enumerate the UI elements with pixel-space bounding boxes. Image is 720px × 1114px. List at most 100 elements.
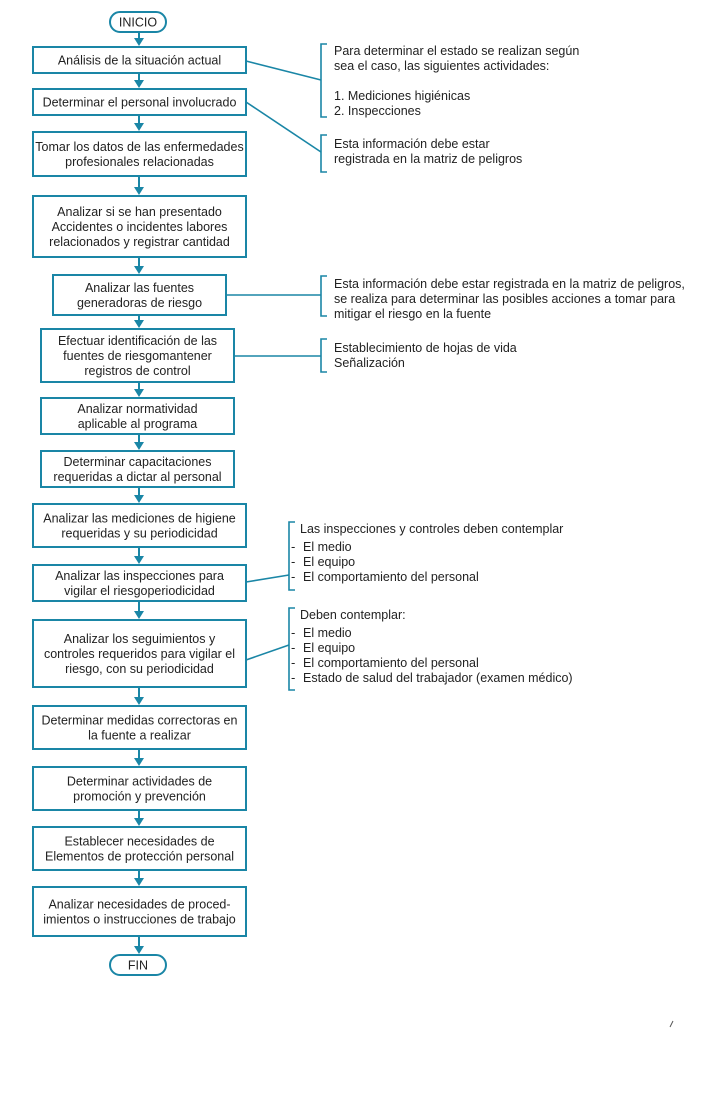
flow-arrow bbox=[134, 316, 144, 328]
annotation-heading: Deben contemplar: bbox=[300, 608, 406, 622]
process-step-text: generadoras de riesgo bbox=[77, 296, 202, 310]
process-step-text: registros de control bbox=[84, 364, 190, 378]
process-step-text: vigilar el riesgoperiodicidad bbox=[64, 584, 215, 598]
list-dash: - bbox=[291, 655, 295, 670]
annotation-text: registrada en la matriz de peligros bbox=[334, 152, 522, 166]
process-step: Analizar necesidades de proced-imientos … bbox=[32, 886, 247, 937]
flow-arrow bbox=[134, 258, 144, 274]
list-dash: - bbox=[291, 640, 295, 655]
list-dash: - bbox=[291, 670, 295, 685]
flow-arrow bbox=[134, 116, 144, 131]
process-step-text: Elementos de protección personal bbox=[45, 850, 234, 864]
process-step-text: profesionales relacionadas bbox=[65, 155, 214, 169]
flow-arrow bbox=[134, 750, 144, 766]
annotation-item: Estado de salud del trabajador (examen m… bbox=[303, 671, 573, 685]
flow-arrow bbox=[134, 871, 144, 886]
annotation-note: Establecimiento de hojas de vidaSeñaliza… bbox=[234, 338, 517, 373]
flow-arrow bbox=[134, 937, 144, 954]
annotation-heading: Las inspecciones y controles deben conte… bbox=[300, 522, 563, 536]
process-step-text: requeridas a dictar al personal bbox=[53, 470, 221, 484]
flow-arrow bbox=[134, 435, 144, 450]
process-step: Analizar las mediciones de higienerequer… bbox=[32, 503, 247, 548]
process-step-text: promoción y prevención bbox=[73, 790, 206, 804]
flow-arrow bbox=[134, 811, 144, 826]
annotation-note: Esta información debe estar registrada e… bbox=[226, 275, 685, 321]
process-step: Analizar si se han presentadoAccidentes … bbox=[32, 195, 247, 258]
process-step-text: Analizar los seguimientos y bbox=[64, 632, 216, 646]
annotation-text: Establecimiento de hojas de vida bbox=[334, 341, 517, 355]
start-terminal-label: INICIO bbox=[119, 16, 157, 30]
process-step-text: Tomar los datos de las enfermedades bbox=[35, 140, 243, 154]
process-step-text: Analizar necesidades de proced- bbox=[48, 898, 230, 912]
process-step-text: Análisis de la situación actual bbox=[58, 54, 221, 68]
process-step-text: riesgo, con su periodicidad bbox=[65, 662, 214, 676]
flow-arrow bbox=[134, 602, 144, 619]
end-terminal-label: FIN bbox=[128, 959, 148, 973]
process-step-text: Determinar el personal involucrado bbox=[43, 96, 237, 110]
process-step-text: Determinar medidas correctoras en bbox=[42, 714, 238, 728]
process-step-text: aplicable al programa bbox=[78, 417, 198, 431]
annotation-text: sea el caso, las siguientes actividades: bbox=[334, 59, 549, 73]
process-step-text: Analizar las mediciones de higiene bbox=[43, 512, 236, 526]
annotation-text: mitigar el riesgo en la fuente bbox=[334, 307, 491, 321]
annotation-text: 2. Inspecciones bbox=[334, 104, 421, 118]
flow-arrow bbox=[134, 383, 144, 397]
list-dash: - bbox=[291, 625, 295, 640]
annotation-item: El medio bbox=[303, 626, 352, 640]
annotation-item: El equipo bbox=[303, 641, 355, 655]
process-step-text: Establecer necesidades de bbox=[64, 835, 214, 849]
process-step-text: fuentes de riesgomantener bbox=[63, 349, 212, 363]
process-step-text: Analizar normatividad bbox=[77, 402, 197, 416]
start-terminal: INICIO bbox=[109, 11, 167, 33]
flow-arrow bbox=[134, 74, 144, 88]
process-step-text: relacionados y registrar cantidad bbox=[49, 235, 230, 249]
process-step: Tomar los datos de las enfermedadesprofe… bbox=[32, 131, 247, 177]
flow-arrow bbox=[134, 548, 144, 564]
list-dash: - bbox=[291, 569, 295, 584]
annotation-item: El equipo bbox=[303, 555, 355, 569]
process-step-text: Analizar las inspecciones para bbox=[55, 569, 224, 583]
annotation-list: Las inspecciones y controles deben conte… bbox=[245, 521, 563, 591]
annotation-text: Esta información debe estar registrada e… bbox=[334, 277, 685, 291]
list-dash: - bbox=[291, 539, 295, 554]
flow-arrow bbox=[134, 488, 144, 503]
process-step-text: Accidentes o incidentes labores bbox=[52, 220, 228, 234]
annotation-text: se realiza para determinar las posibles … bbox=[334, 292, 675, 306]
stray-mark bbox=[669, 1020, 674, 1028]
flow-arrow bbox=[134, 177, 144, 195]
process-step: Determinar el personal involucrado bbox=[32, 88, 247, 116]
end-terminal: FIN bbox=[109, 954, 167, 976]
annotation-item: El medio bbox=[303, 540, 352, 554]
process-step-text: Analizar si se han presentado bbox=[57, 205, 222, 219]
process-step-text: imientos o instrucciones de trabajo bbox=[43, 913, 236, 927]
process-step-text: controles requeridos para vigilar el bbox=[44, 647, 235, 661]
annotation-list: Deben contemplar:-El medio-El equipo-El … bbox=[245, 607, 573, 691]
process-step-text: Determinar capacitaciones bbox=[64, 455, 212, 469]
flow-arrow bbox=[134, 688, 144, 705]
list-dash: - bbox=[291, 554, 295, 569]
annotation-note: Para determinar el estado se realizan se… bbox=[245, 43, 579, 118]
process-step-text: Determinar actividades de bbox=[67, 775, 212, 789]
process-step-text: Analizar las fuentes bbox=[85, 281, 194, 295]
process-step-text: Efectuar identificación de las bbox=[58, 334, 217, 348]
process-step: Análisis de la situación actual bbox=[32, 46, 247, 74]
process-step-text: la fuente a realizar bbox=[88, 729, 191, 743]
process-step-text: requeridas y su periodicidad bbox=[61, 527, 217, 541]
annotation-text: 1. Mediciones higiénicas bbox=[334, 89, 470, 103]
annotation-item: El comportamiento del personal bbox=[303, 570, 479, 584]
flow-arrow bbox=[134, 33, 144, 46]
annotation-text: Para determinar el estado se realizan se… bbox=[334, 44, 579, 58]
annotation-text: Esta información debe estar bbox=[334, 137, 490, 151]
annotation-text: Señalización bbox=[334, 356, 405, 370]
